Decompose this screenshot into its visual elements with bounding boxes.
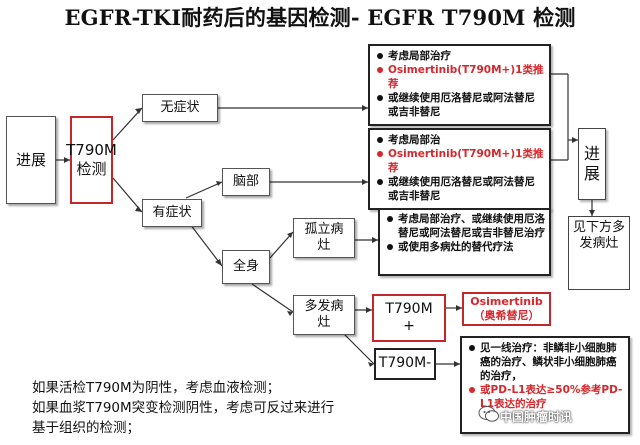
node-progress: 进展	[6, 116, 56, 204]
node-progress-right: 进展	[578, 128, 606, 200]
option-item: Osimertinib(T790M+)1类推荐	[376, 63, 545, 91]
osimertinib-cn: （奥希替尼）	[473, 309, 540, 322]
node-t790m-test: T790M检测	[66, 116, 117, 204]
footer-line: 如果血浆T790M突变检测阴性，考虑可反过来进行	[32, 400, 335, 416]
option-item: Osimertinib(T790M+)1类推荐	[376, 147, 545, 175]
footer-notes: 如果活检T790M为阴性，考虑血液检测； 如果血浆T790M突变检测阴性，考虑可…	[32, 378, 334, 438]
node-brain: 脑部	[222, 168, 270, 196]
osimertinib-name: Osimertinib	[470, 295, 543, 308]
node-t790m-positive: T790M +	[372, 294, 446, 342]
option-item: 见一线治疗：非鳞非小细胞肺癌的治疗、鳞状非小细胞肺癌的治疗，	[468, 341, 624, 383]
node-symptomatic: 有症状	[142, 199, 202, 227]
option-item: 或使用多病灶的替代疗法	[386, 240, 545, 254]
watermark: 中国肿瘤时讯	[500, 410, 573, 424]
options-asymptomatic: 考虑局部治疗 Osimertinib(T790M+)1类推荐 或继续使用厄洛替尼…	[368, 44, 551, 126]
option-item: 或继续使用厄洛替尼或阿法替尼或吉非替尼	[376, 175, 545, 203]
page-title: EGFR-TKI耐药后的基因检测- EGFR T790M 检测	[64, 5, 576, 30]
option-item: 考虑局部治疗	[376, 49, 545, 63]
option-item: 或继续使用厄洛替尼或阿法替尼或吉非替尼	[376, 91, 545, 119]
option-item: 考虑局部治	[376, 133, 545, 147]
wechat-icon	[478, 406, 499, 422]
options-brain: 考虑局部治 Osimertinib(T790M+)1类推荐 或继续使用厄洛替尼或…	[368, 128, 551, 210]
node-t790m-negative: T790M-	[374, 348, 436, 380]
footer-line: 如果活检T790M为阴性，考虑血液检测；	[32, 380, 281, 396]
option-item: 或PD-L1表达≥50%参考PD-L1表达的治疗	[468, 383, 624, 411]
node-isolated: 孤立病灶	[293, 218, 355, 258]
footer-line: 基于组织的检测；	[32, 420, 140, 436]
osimertinib-box: Osimertinib （奥希替尼）	[462, 292, 551, 326]
node-multiple: 多发病灶	[293, 295, 355, 335]
node-see-below: 见下方多发病灶	[568, 216, 630, 290]
option-item: 考虑局部治疗、或继续使用厄洛替尼或阿法替尼或吉非替尼治疗	[386, 212, 545, 240]
node-systemic: 全身	[222, 250, 270, 284]
node-asymptomatic: 无症状	[142, 94, 218, 122]
options-isolated: 考虑局部治疗、或继续使用厄洛替尼或阿法替尼或吉非替尼治疗 或使用多病灶的替代疗法	[378, 208, 551, 276]
